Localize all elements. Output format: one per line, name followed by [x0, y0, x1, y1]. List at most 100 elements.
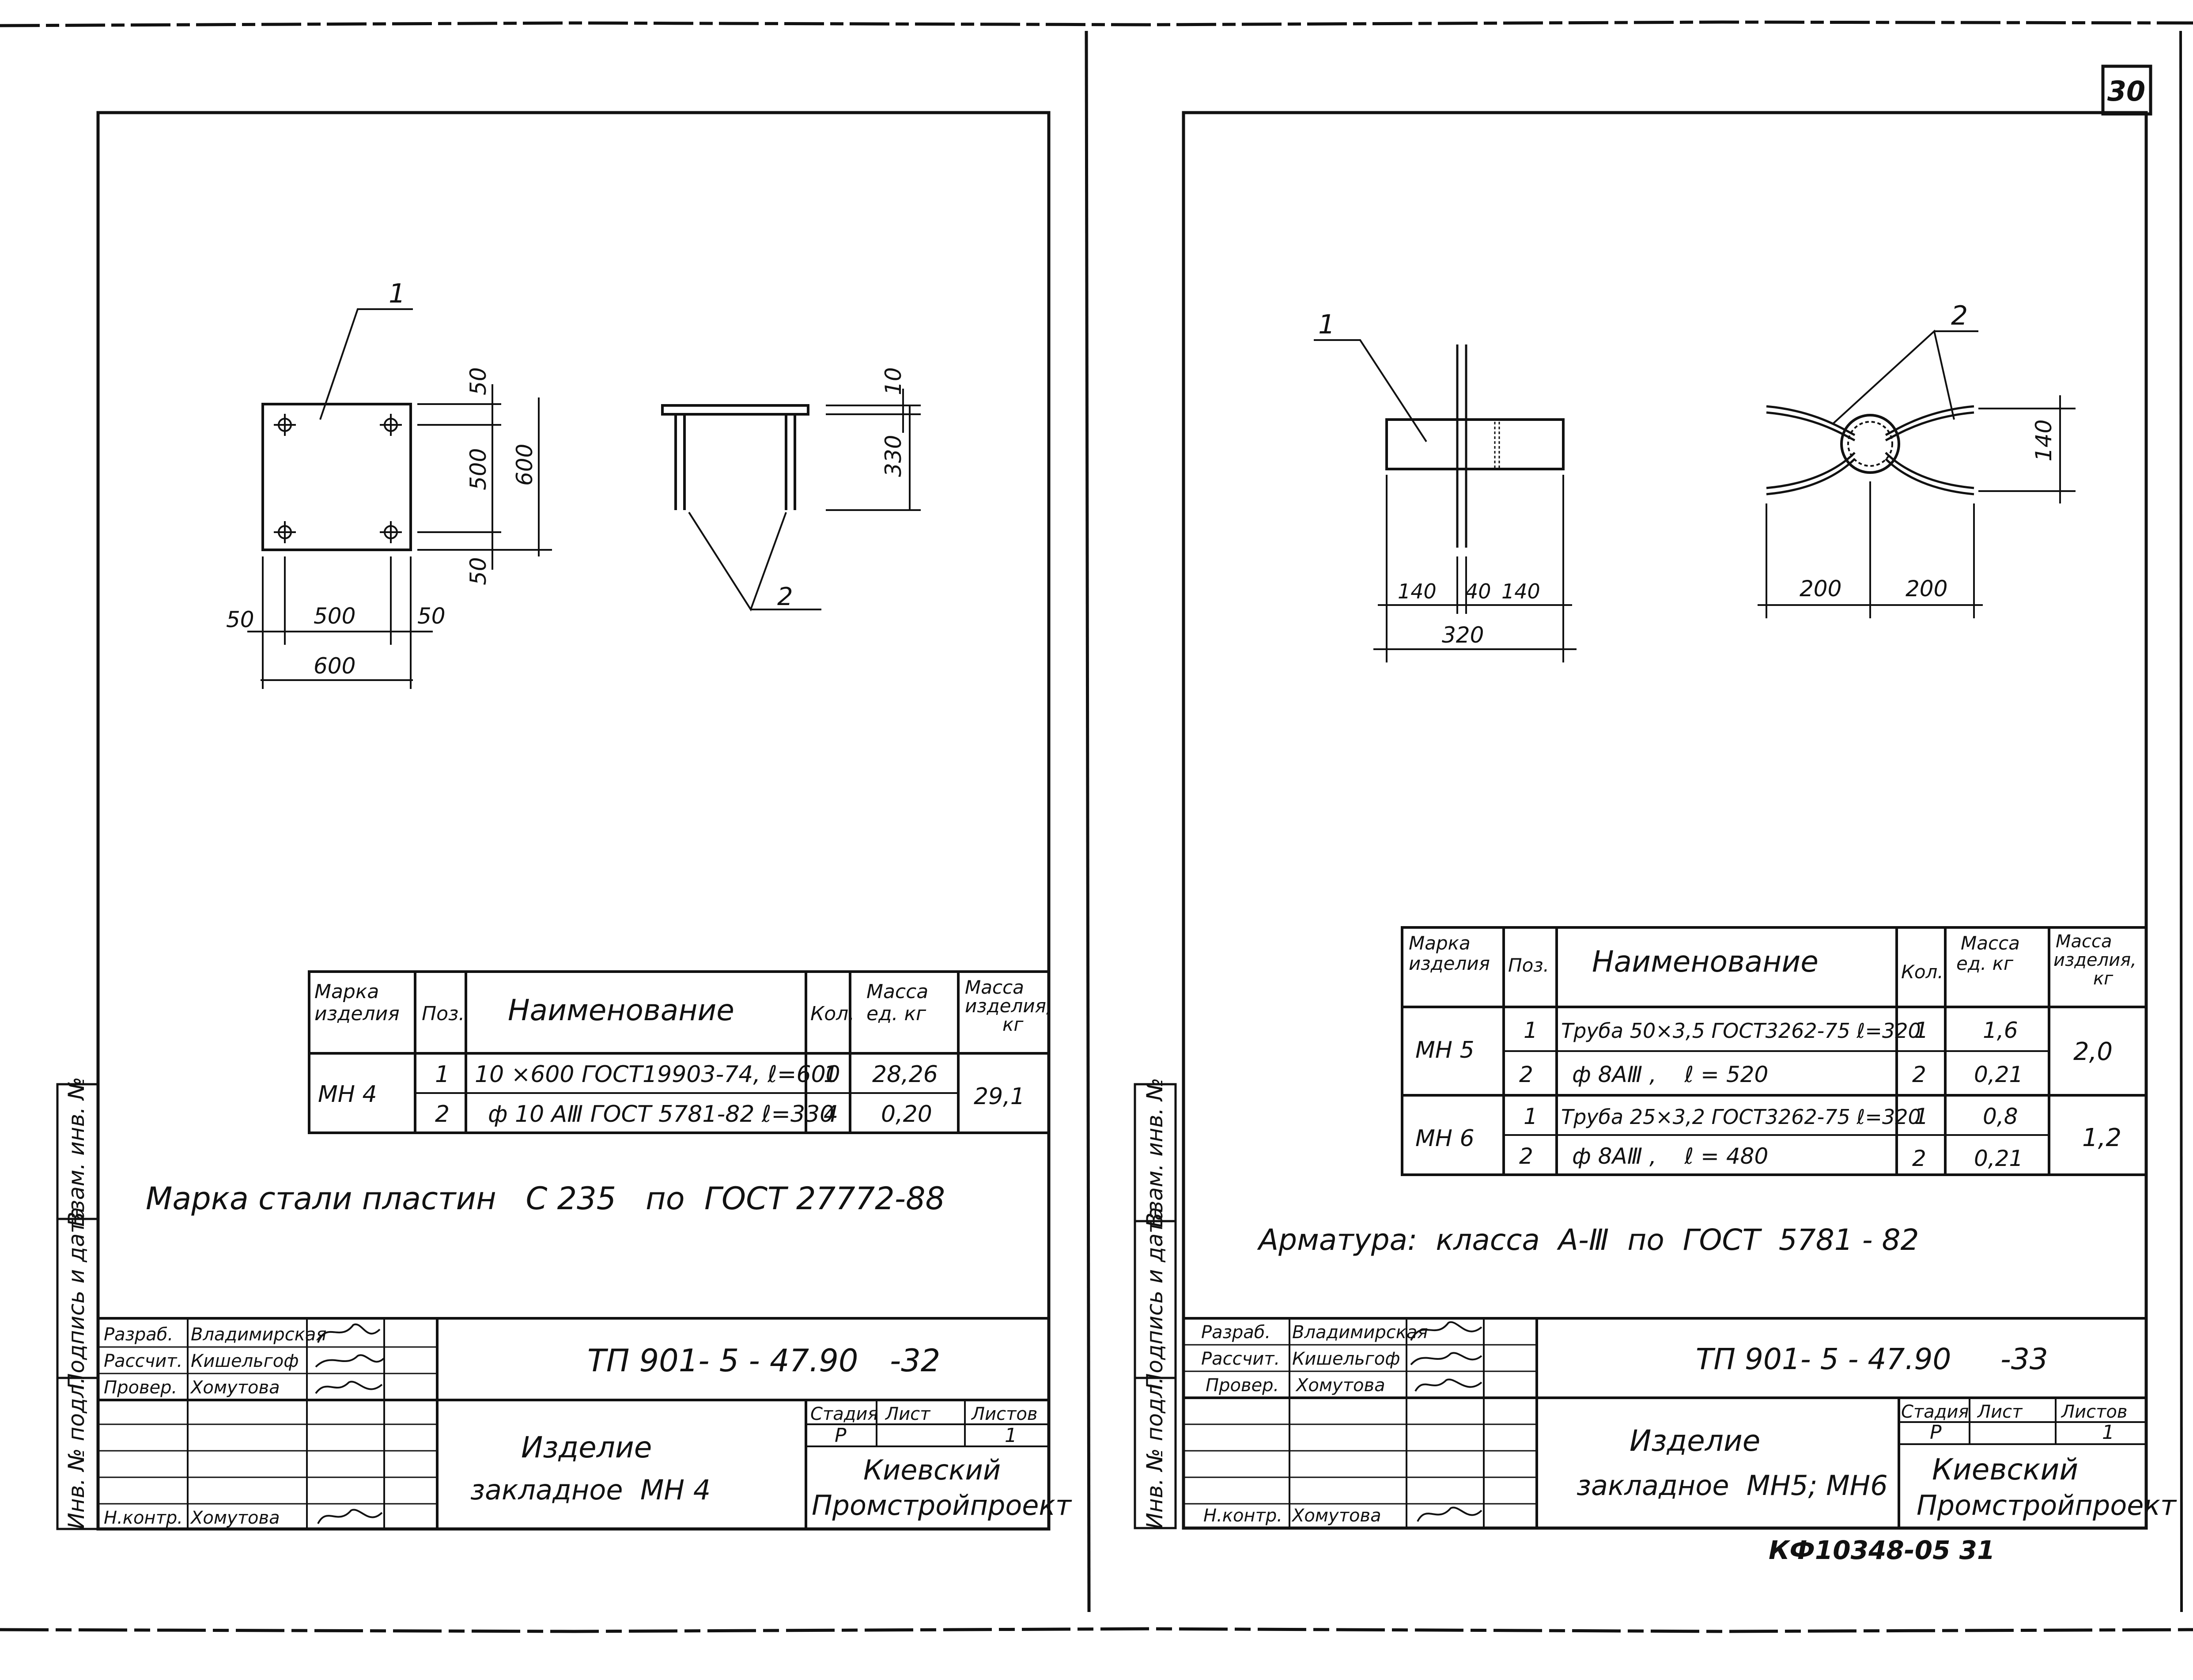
left-side-stamp: Инв. № подл. Подпись и дата Взам. инв. № [56, 1077, 99, 1530]
spec-row-qty: 1 [1914, 1104, 1928, 1129]
dim-thickness: 10 [881, 367, 906, 395]
spec-header-item-mass-line3: кг [2093, 969, 2114, 989]
spec-row-name: Труба 25×3,2 ГОСТ3262-75 ℓ=320 [1561, 1105, 1921, 1129]
spec-header-item-mass-line: Масса [2056, 931, 2112, 952]
spec-header-item-mass-line2: изделия, [2053, 950, 2136, 970]
tb-org-line2: Промстройпроект [1917, 1489, 2177, 1521]
right-note: Арматура: класса А-Ⅲ по ГОСТ 5781 - 82 [1257, 1223, 1919, 1257]
spec-mark: МН 6 [1415, 1125, 1475, 1152]
tb-sheets: 1 [1005, 1424, 1017, 1447]
tb-role: Н.контр. [1203, 1506, 1282, 1526]
tb-product-line2: закладное МН5; МН6 [1577, 1469, 1888, 1502]
dim-inner-v: 500 [465, 448, 491, 490]
tb-product-line2: закладное МН 4 [470, 1474, 711, 1506]
dim-edge-right: 50 [417, 603, 446, 629]
spec-row-name: ф 10 АⅢ ГОСТ 5781-82 ℓ=330 [488, 1101, 834, 1128]
spec-mark: МН 5 [1415, 1037, 1475, 1063]
dim-outer-v: 600 [512, 444, 537, 486]
spec-row-unit-mass: 28,26 [872, 1061, 938, 1088]
spec-row-qty: 2 [1912, 1146, 1926, 1171]
spec-header-unit-mass: Масса ед. кг [1956, 932, 2026, 974]
plate-plan-view [261, 308, 413, 551]
dim-c: 140 [1501, 579, 1540, 603]
tb-role: Рассчит. [1201, 1349, 1280, 1369]
tb-sheet-code: -32 [890, 1343, 940, 1379]
spec-header-unit-mass-line: Масса [1961, 932, 2020, 954]
tb-product-line1: Изделие [521, 1430, 652, 1464]
left-title-block: Разраб. Рассчит. Провер. Н.контр. Владим… [98, 1317, 1072, 1529]
spec-row-pos: 1 [1524, 1018, 1538, 1043]
spec-header-item-mass-line: Масса [965, 976, 1024, 998]
tb-name: Владимирская [191, 1324, 326, 1345]
spec-header-unit-mass-line: Масса [866, 980, 928, 1003]
spec-header-mark-line2: изделия [1409, 953, 1490, 974]
spec-row-pos: 2 [1519, 1062, 1533, 1087]
right-frame [1182, 111, 2148, 1530]
tb-sheet-label: Лист [1977, 1402, 2023, 1422]
spec-row-unit-mass: 0,21 [1974, 1146, 2023, 1171]
signature-marks [1410, 1321, 1482, 1522]
tb-name: Хомутова [1295, 1375, 1385, 1396]
tb-name: Хомутова [190, 1377, 280, 1398]
spec-row-pos: 1 [435, 1061, 450, 1088]
right-spec-table: Марка изделия Поз. Наименование Кол. Мас… [1401, 926, 2148, 1176]
tb-sheets-label: Листов [2061, 1402, 2127, 1422]
dim-height: 140 [2031, 420, 2057, 462]
spec-row-name: ф 8АⅢ , ℓ = 520 [1572, 1062, 1768, 1087]
stamp-signature-date: Подпись и дата [64, 1207, 89, 1390]
tb-name: Кишельгоф [191, 1351, 299, 1371]
tb-product-line1: Изделие [1630, 1424, 1760, 1458]
left-note: Марка стали пластин С 235 по ГОСТ 27772-… [146, 1181, 945, 1217]
dim-inner-h: 500 [314, 603, 355, 629]
dim-a: 140 [1398, 579, 1437, 603]
spec-item-mass: 29,1 [974, 1083, 1025, 1110]
sheet-number: 30 [2107, 75, 2145, 107]
left-spec-table: Марка изделия Поз. Наименование Кол. Мас… [308, 970, 1052, 1134]
plate-callout: 1 [389, 278, 405, 309]
tb-role: Разраб. [1201, 1322, 1270, 1343]
spec-row-qty: 4 [824, 1101, 838, 1128]
tb-role: Провер. [104, 1377, 177, 1398]
tb-role: Провер. [1206, 1375, 1279, 1396]
spec-row-qty: 1 [1914, 1018, 1928, 1043]
spec-header-name: Наименование [508, 993, 734, 1027]
pipe-side-view [1314, 339, 1577, 662]
spec-row-qty: 2 [1912, 1062, 1926, 1087]
spec-row-pos: 1 [1524, 1104, 1538, 1129]
dim-edge-left: 50 [226, 607, 254, 632]
tb-sheet-label: Лист [885, 1404, 931, 1424]
spec-row-unit-mass: 0,20 [881, 1101, 932, 1128]
spec-header-item-mass: Масса изделия, кг [2053, 931, 2142, 989]
tb-name: Хомутова [190, 1508, 280, 1528]
archive-code: КФ10348-05 31 [1769, 1535, 1995, 1565]
tb-stage: Р [835, 1424, 847, 1447]
tb-doc-code: ТП 901- 5 - 47.90 [587, 1343, 858, 1379]
left-frame [96, 111, 1051, 1531]
tb-org-line2: Промстройпроект [812, 1489, 1072, 1521]
dim-left200: 200 [1800, 576, 1841, 602]
tb-org-line1: Киевский [1932, 1453, 2078, 1487]
pipe-callout: 1 [1318, 309, 1335, 340]
signature-marks [315, 1323, 385, 1524]
stamp-replaced-inv: Взам. инв. № [1142, 1078, 1168, 1227]
right-side-stamp: Инв. № подл. Подпись и дата Взам. инв. № [1134, 1078, 1177, 1529]
tb-name: Кишельгоф [1292, 1349, 1400, 1369]
tb-role: Н.контр. [104, 1508, 183, 1528]
spec-header-unit-mass: Масса ед. кг [866, 980, 934, 1025]
tb-name: Владимирская [1292, 1322, 1428, 1343]
spec-row-name: Труба 50×3,5 ГОСТ3262-75 ℓ=320 [1561, 1019, 1921, 1043]
spec-header-qty: Кол. [1901, 961, 1943, 983]
sheet-edges [0, 20, 2193, 1633]
stamp-signature-date: Подпись и дата [1142, 1207, 1168, 1390]
dim-b: 40 [1465, 579, 1491, 603]
spec-row-unit-mass: 0,21 [1974, 1062, 2023, 1087]
dim-right200: 200 [1906, 576, 1947, 602]
spec-header-item-mass-line3: кг [1002, 1014, 1024, 1035]
tb-stage: Р [1930, 1421, 1942, 1444]
spec-header-mark: Марка изделия [1409, 932, 1490, 974]
tb-sheets: 1 [2102, 1421, 2114, 1444]
sheet-number-box: 30 [2101, 64, 2152, 116]
stamp-inv-original: Инв. № подл. [64, 1377, 89, 1529]
tb-sheets-label: Листов [971, 1404, 1037, 1424]
